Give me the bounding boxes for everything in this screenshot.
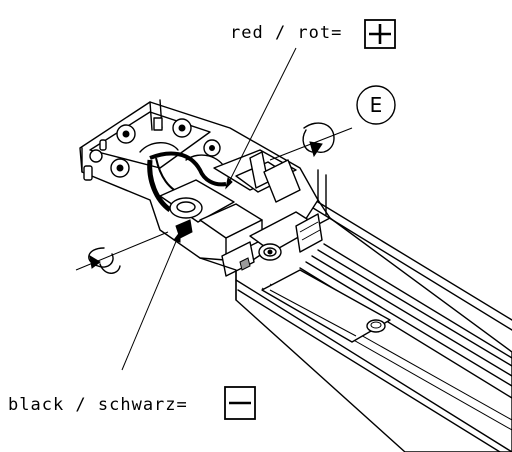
red-label: red / rot= (230, 23, 342, 43)
rotation-axis-right (269, 122, 353, 161)
minus-symbol-box (224, 386, 256, 420)
rail-profile (235, 169, 512, 452)
leader-lines (121, 47, 297, 371)
rotate-arrow-icon (88, 247, 114, 268)
black-label-group: black / schwarz= (8, 386, 256, 420)
terminal-block (79, 99, 323, 277)
red-label-group: red / rot= (230, 19, 396, 49)
rotation-axis-left (75, 231, 169, 274)
earth-symbol: E (356, 85, 396, 125)
earth-label: E (370, 93, 383, 117)
rotate-arrow-icon-2 (303, 122, 335, 154)
black-label: black / schwarz= (8, 395, 188, 415)
plus-symbol-box (364, 19, 396, 49)
